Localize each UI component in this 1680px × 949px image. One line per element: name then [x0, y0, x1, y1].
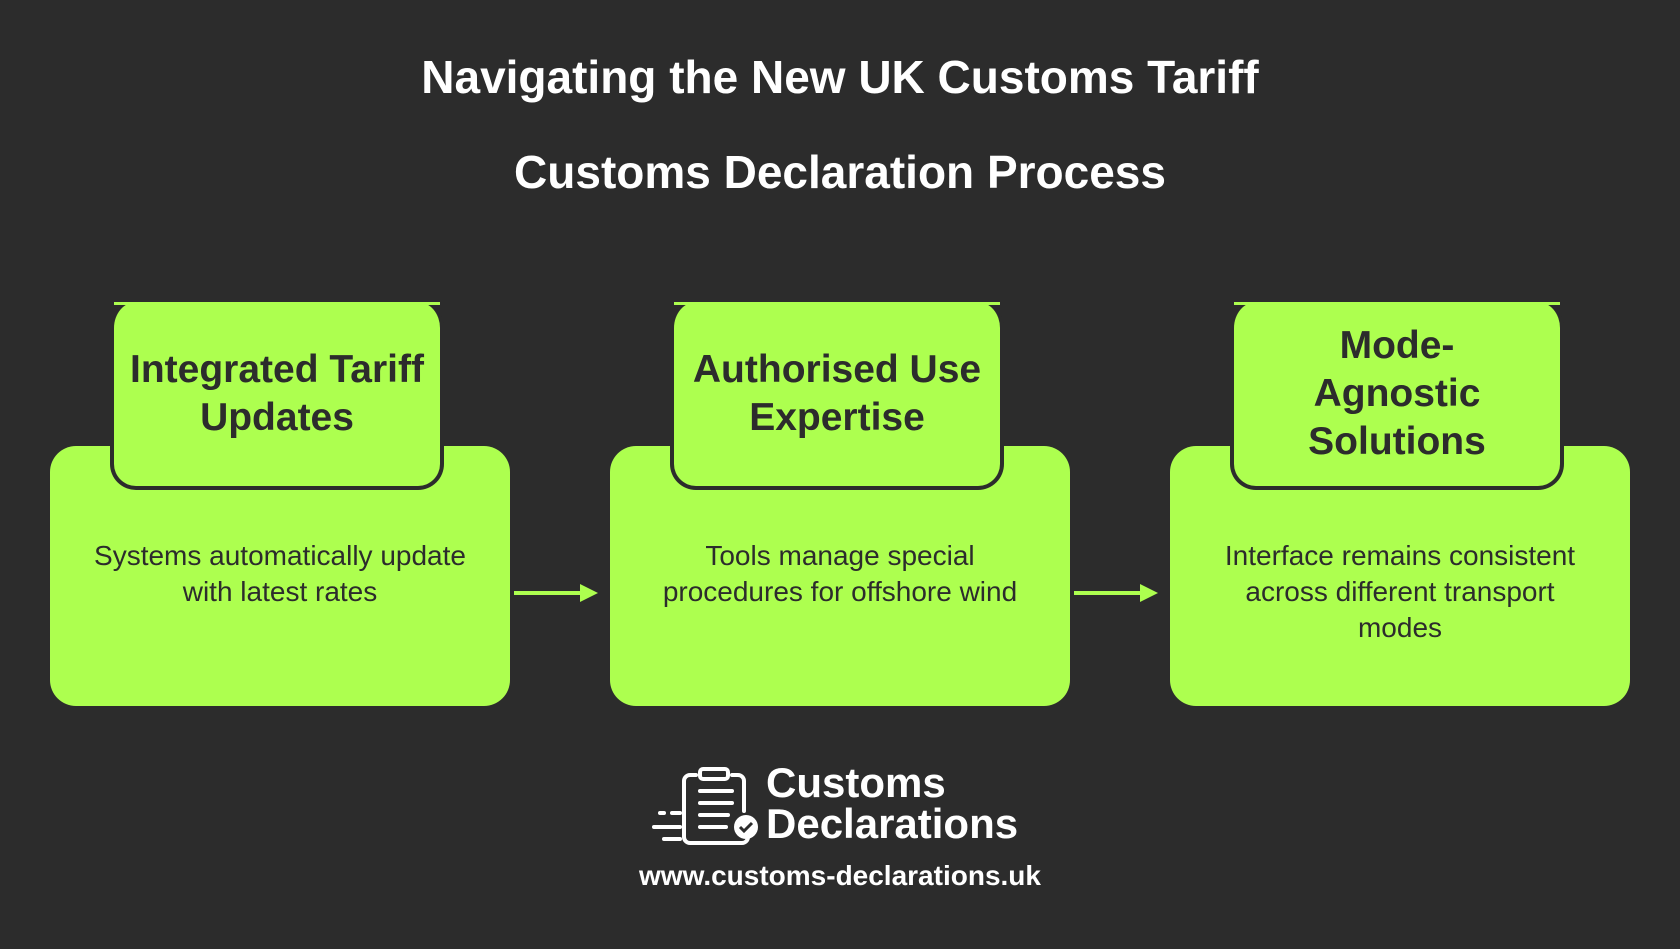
step-header: Integrated Tariff Updates	[110, 302, 444, 490]
clipboard-check-icon	[652, 767, 758, 845]
arrow-right-icon	[514, 584, 598, 602]
step-heading: Integrated Tariff Updates	[130, 348, 424, 439]
step-card-2: Authorised Use Expertise Tools manage sp…	[610, 302, 1070, 706]
brand-logo-text: Customs Declarations	[766, 759, 1019, 847]
website-url: www.customs-declarations.uk	[639, 860, 1041, 891]
subtitle: Customs Declaration Process	[514, 146, 1166, 198]
step-heading: Mode-Agnostic Solutions	[1308, 324, 1486, 463]
brand-line-1: Customs	[766, 759, 946, 806]
step-header: Mode-Agnostic Solutions	[1230, 302, 1564, 490]
step-heading: Authorised Use Expertise	[692, 348, 982, 439]
main-title: Navigating the New UK Customs Tariff	[421, 51, 1259, 103]
step-card-1: Integrated Tariff Updates Systems automa…	[50, 302, 510, 706]
step-description: Tools manage special procedures for offs…	[662, 540, 1018, 607]
step-header: Authorised Use Expertise	[670, 302, 1004, 490]
step-description: Interface remains consistent across diff…	[1224, 540, 1576, 643]
brand-line-2: Declarations	[766, 800, 1019, 847]
step-description: Systems automatically update with latest…	[94, 540, 466, 607]
arrow-right-icon	[1074, 584, 1158, 602]
step-card-3: Mode-Agnostic Solutions Interface remain…	[1170, 302, 1630, 706]
